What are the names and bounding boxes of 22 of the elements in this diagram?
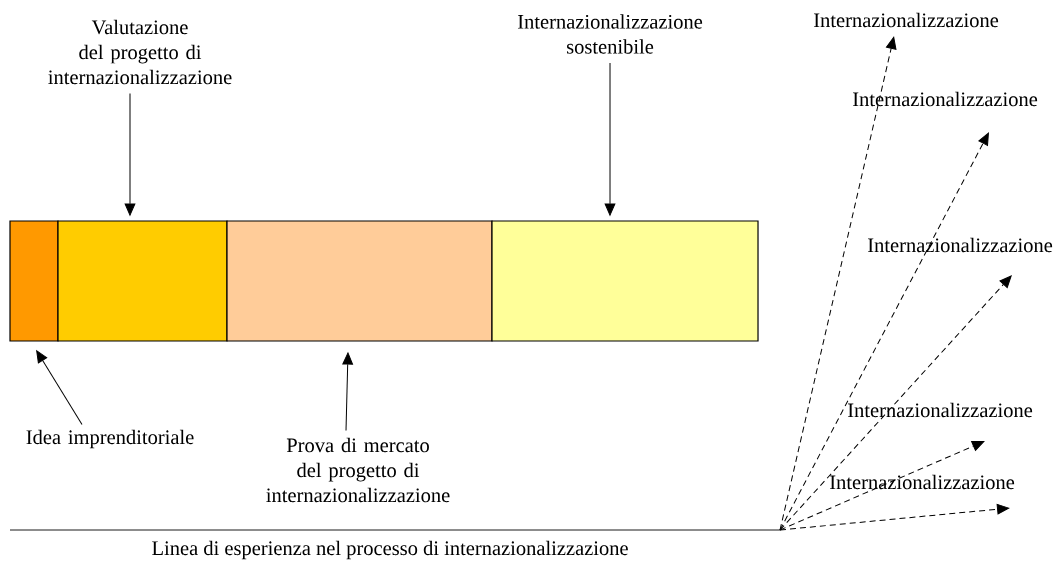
bar-segment [226,220,493,342]
arrow [779,275,1012,531]
text-label: Prova di mercato del progetto di internazionalizzazione [266,437,450,503]
arrow [604,62,616,216]
bar-segment [491,220,759,342]
text-label: Valutazione del progetto di internazionalizzazione [48,19,232,85]
text-label: Internazionalizzazione [868,237,1053,253]
arrow [779,441,985,531]
text-label: Idea imprenditoriale [26,429,194,449]
bar-segment [57,220,228,342]
arrow [779,503,1010,531]
text-label: Internazionalizzazione [853,91,1038,107]
text-label: Internazionalizzazione [830,474,1015,490]
arrow [124,92,136,216]
arrow [779,36,897,531]
axis-label: Linea di esperienza nel processo di internazionalizzazione [152,540,628,560]
text-label: Internazionalizzazione [814,12,999,28]
bar-segment [9,220,59,342]
arrow [342,352,354,432]
text-label: Internazionalizzazione sostenibile [518,14,703,54]
text-label: Internazionalizzazione [848,402,1033,418]
arrow [36,350,83,425]
